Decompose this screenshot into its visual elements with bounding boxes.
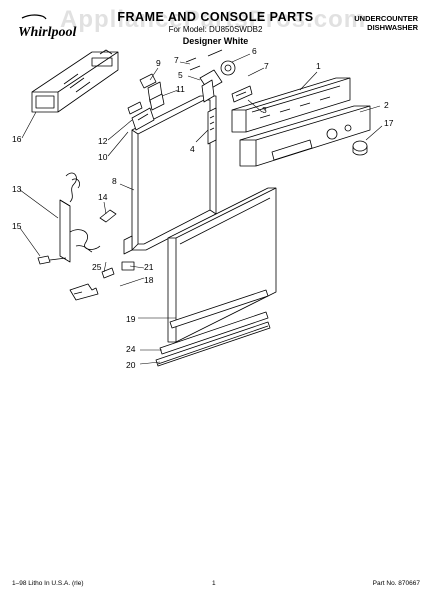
part-4-latch [207,107,217,145]
part-25-drawing [69,261,135,301]
model-number: For Model: DU850SWDB2 [168,25,263,34]
part-number: Part No. 870667 [372,580,420,587]
print-info: 1–98 Litho In U.S.A. (rle) [12,580,84,587]
brand-logo: Whirlpool [16,14,82,42]
callout-2: 2 [384,100,389,110]
callout-25: 25 [92,262,102,272]
callout-21: 21 [144,262,154,272]
bottom-trim-drawing [155,289,271,367]
brand-name: Whirlpool [18,25,76,40]
page-title: FRAME AND CONSOLE PARTS [117,10,314,24]
callout-18: 18 [144,275,154,285]
part-17-knob [352,140,368,156]
model-color: Designer White [182,36,249,46]
callout-10: 10 [98,152,108,162]
callout-7b: 7 [264,61,269,71]
callout-15: 15 [12,221,22,231]
category-line-2: DISHWASHER [367,23,418,32]
callout-14: 14 [98,192,108,202]
callout-17: 17 [384,118,394,128]
callout-4: 4 [190,144,195,154]
part-2-console-trim [239,105,371,167]
whirlpool-logo-icon: Whirlpool [18,14,76,40]
callout-6: 6 [252,46,257,56]
part-1-console [231,77,351,133]
part-16-drawing [31,49,119,113]
category-line-1: UNDERCOUNTER [354,14,418,23]
callout-5: 5 [178,70,183,80]
callout-16: 16 [12,134,22,144]
callout-11: 11 [176,84,185,94]
hinge-bracket-drawing [127,49,253,131]
callout-19: 19 [126,314,136,324]
callout-24: 24 [126,344,136,354]
page-number: 1 [212,580,216,587]
leader-lines [19,53,383,365]
part-18-door-panel [167,187,277,343]
callout-labels: 1 2 3 4 5 6 7 7 8 9 10 11 12 13 14 15 16… [12,46,394,370]
callout-3: 3 [262,105,267,115]
callout-9: 9 [156,58,161,68]
appliance-category: UNDERCOUNTER DISHWASHER [354,14,418,32]
callout-8: 8 [112,176,117,186]
callout-1: 1 [316,61,321,71]
callout-7a: 7 [174,55,179,65]
part-8-door-frame [123,95,217,255]
callout-12: 12 [98,136,108,146]
callout-20: 20 [126,360,136,370]
wiring-harness-drawing [37,172,117,265]
callout-13: 13 [12,184,22,194]
